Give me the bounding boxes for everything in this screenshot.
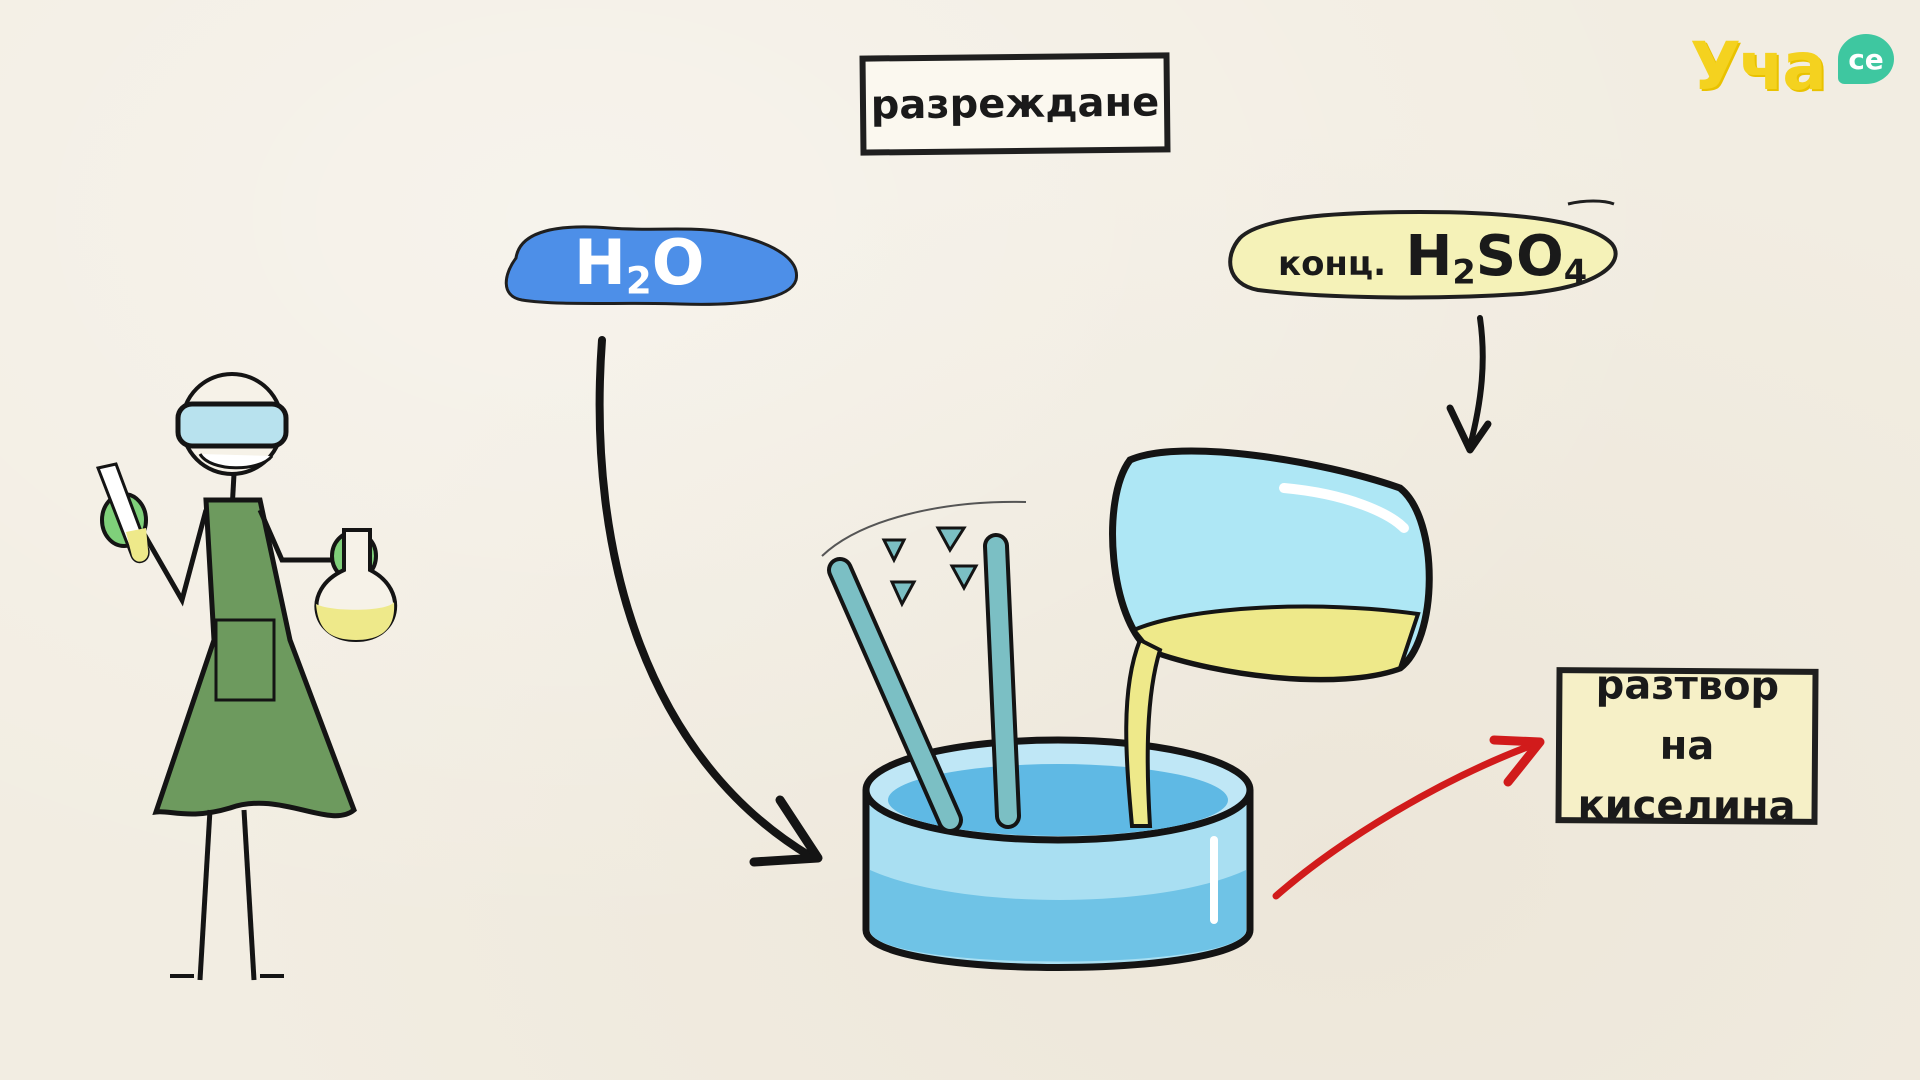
- acid-arrow: [1446, 315, 1492, 454]
- logo-badge: се: [1838, 34, 1894, 84]
- water-tag-blob: [504, 225, 798, 306]
- result-line-1: разтвор на: [1595, 662, 1780, 770]
- acid-formula: конц. H2SO4: [1278, 224, 1587, 291]
- result-line-2: киселина: [1577, 782, 1796, 830]
- acid-tag-blob: [1228, 209, 1618, 300]
- water-subscript: 2: [625, 258, 652, 303]
- acid-sub2: 4: [1563, 252, 1588, 292]
- logo-word: Уча: [1690, 28, 1827, 105]
- page-title: разреждане: [859, 52, 1171, 156]
- bowl: [862, 736, 1254, 971]
- glass-rods: [821, 500, 1027, 833]
- acid-prefix: конц.: [1278, 244, 1387, 284]
- acid-part2: SO: [1475, 224, 1564, 289]
- water-symbol: H: [574, 226, 626, 299]
- pouring-beaker: [1109, 447, 1433, 828]
- water-arrow: [595, 336, 823, 867]
- water-symbol-rest: O: [651, 226, 705, 299]
- scientist-figure: [95, 372, 398, 981]
- acid-part1: H: [1405, 224, 1453, 289]
- result-label: разтвор на киселина: [1555, 662, 1819, 830]
- water-formula: H2O: [574, 226, 705, 302]
- brand-logo: Уча се: [1690, 28, 1902, 108]
- result-arrow: [1272, 735, 1545, 900]
- acid-tag-dash: [1567, 199, 1615, 206]
- acid-sub1: 2: [1452, 252, 1476, 292]
